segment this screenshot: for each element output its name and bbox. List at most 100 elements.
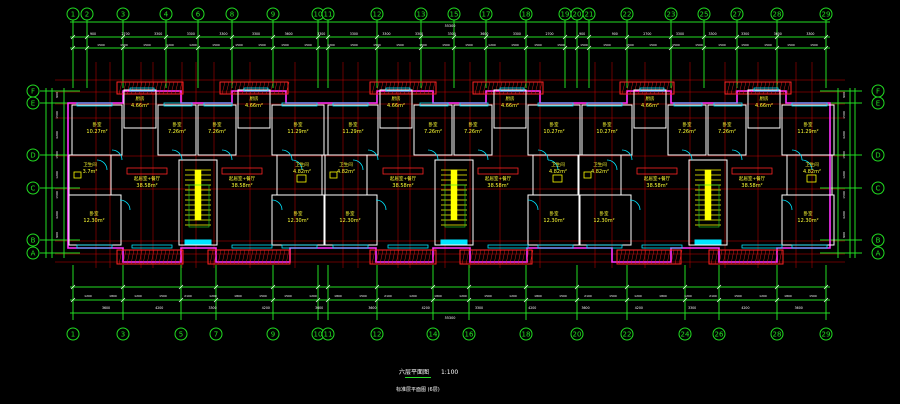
dim-text-bottom: 4200 (422, 306, 430, 310)
room-name: 卧室 (294, 210, 303, 217)
room-name: 卧室 (723, 121, 732, 128)
dim-text-bottom: 4200 (741, 306, 749, 310)
dim-tick (451, 34, 457, 40)
dim-text-top: 1500 (281, 43, 289, 47)
room-area: 4.66m² (387, 103, 405, 109)
dim-text-top: 1500 (787, 43, 795, 47)
hatch-stroke (521, 249, 526, 265)
room-area: 38.58m² (231, 183, 252, 189)
dim-total-top: 55300 (445, 24, 456, 28)
dim-tick (315, 34, 321, 40)
dim-tick (451, 45, 457, 51)
dim-text-bottom: 3600 (795, 306, 803, 310)
door-swing (681, 149, 693, 161)
hatch-stroke (770, 249, 775, 265)
living-tag (221, 167, 263, 175)
toilet-fixture (583, 171, 592, 179)
dim-text-top: 1500 (649, 43, 657, 47)
dim-tick (70, 284, 76, 290)
living-tag (477, 167, 519, 175)
axis-bubble-top-label: 21 (585, 11, 594, 19)
hatch-stroke (534, 81, 539, 95)
dim-tick (374, 297, 380, 303)
dim-tick (270, 284, 276, 290)
hatch-stroke (122, 249, 127, 265)
dim-text-top: 2700 (122, 32, 130, 36)
dim-text-top: 3300 (676, 32, 684, 36)
axis-bubble-top (80, 7, 94, 21)
dim-tick (823, 34, 829, 40)
hatch-stroke (538, 81, 543, 95)
dim-text-bottom: 1500 (609, 294, 617, 298)
stair-landing (698, 184, 720, 228)
hatch-stroke (423, 81, 428, 95)
hatch-stroke (750, 249, 755, 265)
dim-tick (823, 284, 829, 290)
hatch-stroke (249, 249, 254, 265)
room-name: 卧室 (550, 121, 559, 128)
dim-text-top: 3300 (187, 32, 195, 36)
door-swing (352, 159, 364, 171)
hatch-stroke (525, 249, 530, 265)
dim-tick (430, 297, 436, 303)
dim-tick (523, 34, 529, 40)
axis-bubble-top-label: 27 (733, 11, 742, 19)
living-tag (636, 167, 678, 175)
axis-bubble-top-label: 10 (314, 11, 323, 19)
room-name: 厨房 (646, 95, 655, 102)
window (203, 102, 233, 107)
axis-bubble-top (191, 7, 205, 21)
axis-bubble-bottom-label: 9 (271, 331, 275, 339)
axis-bubble-bottom (519, 327, 533, 341)
window (641, 244, 683, 249)
balcony-hatch (472, 81, 544, 95)
dim-text-bottom: 1200 (684, 294, 692, 298)
axis-bubble-bottom-label: 5 (179, 331, 183, 339)
sink-fixture (296, 174, 307, 183)
dim-text-top: 900 (90, 32, 96, 36)
axis-bubble-top-label: 18 (522, 11, 531, 19)
stair-handrail (194, 169, 202, 221)
window (713, 102, 743, 107)
dim-text-bottom: 1200 (509, 294, 517, 298)
hatch-stroke (662, 249, 667, 265)
hatch-stroke (178, 249, 183, 265)
axis-bubble-bottom (770, 327, 784, 341)
axis-bubble-top-label: 3 (121, 11, 125, 19)
axis-bubble-left (26, 246, 40, 260)
hatch-stroke (253, 249, 258, 265)
dim-text-bottom: 1500 (284, 294, 292, 298)
hatch-stroke (142, 249, 147, 265)
axis-bubble-right (871, 233, 885, 247)
dim-text-bottom: 3600 (582, 306, 590, 310)
hatch-stroke (478, 81, 483, 95)
room-name: 卧室 (349, 121, 358, 128)
balcony-hatch (459, 249, 533, 265)
window (537, 102, 574, 107)
room-name: 起居室+餐厅 (134, 175, 161, 182)
axis-bubble-left (26, 181, 40, 195)
dim-tick (163, 34, 169, 40)
hatch-stroke (269, 249, 274, 265)
dim-tick (574, 297, 580, 303)
dim-text-top: 1500 (511, 43, 519, 47)
room-name: 卧室 (346, 210, 355, 217)
hatch-stroke (126, 249, 131, 265)
dim-tick (325, 34, 331, 40)
axis-bubble-top-label: 13 (417, 11, 426, 19)
hatch-stroke (209, 249, 214, 265)
room-area: 3.7m² (83, 169, 98, 175)
hatch-stroke (678, 249, 683, 265)
axis-bubble-bottom-label: 14 (429, 331, 438, 339)
room-area: 38.58m² (392, 183, 413, 189)
room-name: 卧室 (603, 121, 612, 128)
window (791, 244, 828, 249)
door-swing (221, 149, 233, 161)
hatch-stroke (245, 249, 250, 265)
dim-text-top: 1500 (212, 43, 220, 47)
axis-bubble-top (819, 7, 833, 21)
axis-bubble-top (116, 7, 130, 21)
dim-tick (586, 45, 592, 51)
